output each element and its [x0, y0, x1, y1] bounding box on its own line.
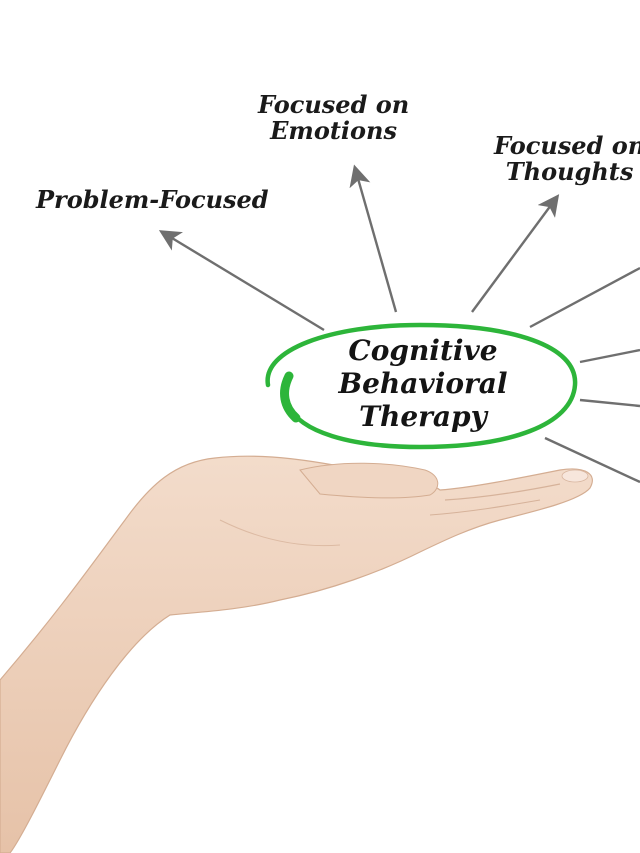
branch-label-line: Thoughts: [505, 157, 634, 187]
palm-crease: [219, 519, 341, 547]
center-label-line: Therapy: [359, 400, 487, 434]
arrow-problem-focused: [158, 230, 325, 332]
arrow-offscreen-4: [544, 436, 640, 484]
branch-label-problem-focused: Problem-Focused: [36, 185, 269, 214]
hand-crease: [429, 499, 541, 516]
branch-label-line: Focused on: [258, 90, 410, 119]
hand-thumb: [299, 462, 439, 499]
arrow-offscreen-1: [529, 266, 640, 329]
hand-crease: [444, 483, 561, 501]
branch-label-line: Emotions: [270, 116, 398, 146]
branch-label-focused-on-emotions: Focused on Emotions: [258, 90, 410, 146]
center-label-line: Behavioral: [338, 367, 508, 401]
arrows: [158, 164, 640, 484]
branch-label-focused-on-thoughts: Focused on Thoughts: [494, 131, 640, 187]
green-ring: [265, 322, 578, 450]
branch-label-line: Problem-Focused: [36, 185, 269, 214]
branch-label-line: Focused on: [494, 131, 640, 160]
arrow-offscreen-3: [579, 398, 640, 408]
hand-arm: [0, 455, 593, 853]
center-label: Cognitive Behavioral Therapy: [318, 334, 528, 433]
arrow-focused-on-thoughts: [471, 194, 560, 313]
center-label-line: Cognitive: [348, 334, 498, 367]
center-ring: [265, 322, 578, 450]
open-palm-hand-illustration: [0, 455, 593, 853]
arrow-focused-on-emotions: [349, 164, 398, 313]
arrow-offscreen-2: [579, 348, 640, 364]
green-ring-brush-end: [280, 371, 301, 423]
fingernail: [561, 469, 589, 483]
